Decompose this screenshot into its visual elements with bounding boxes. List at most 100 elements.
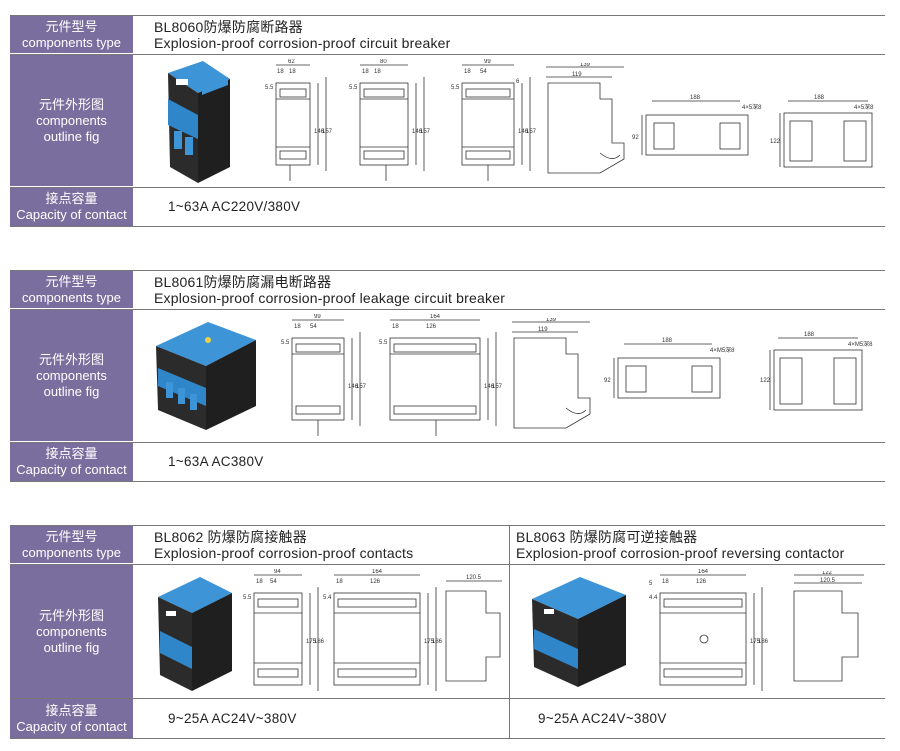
dim-text: 18	[336, 579, 343, 585]
drawing-bl8060-side: 139 119	[546, 63, 625, 174]
dim-text: 175	[424, 639, 435, 645]
model-title-en: Explosion-proof corrosion-proof contacts	[154, 545, 414, 561]
dim-text: 122	[760, 378, 771, 384]
capacity-label: 接点容量 Capacity of contact	[10, 443, 133, 481]
dim-text: 139	[580, 63, 591, 68]
dim-text: 5.4	[323, 595, 332, 601]
dim-text: 188	[804, 332, 815, 338]
dim-text: 18	[362, 69, 369, 75]
dim-text: 18	[256, 579, 263, 585]
model-title-cn: BL8061防爆防腐漏电断路器	[154, 274, 332, 290]
capacity-label-en: Capacity of contact	[16, 718, 127, 734]
dim-text: 175	[750, 639, 761, 645]
dim-text: 5.5	[243, 595, 252, 601]
dim-text: 126	[426, 324, 437, 330]
outline-label: 元件外形图 components outline fig	[10, 55, 133, 186]
dim-text: 54	[270, 579, 277, 585]
capacity-value-right: 9~25A AC24V~380V	[538, 711, 667, 726]
dim-text: 186	[314, 639, 325, 645]
dim-text: 18	[374, 69, 381, 75]
model-title-right: BL8063 防爆防腐可逆接触器 Explosion-proof corrosi…	[516, 529, 844, 561]
dim-text: 186	[432, 639, 443, 645]
dim-text: 146	[412, 129, 423, 135]
dim-text: 18	[289, 69, 296, 75]
capacity-label-cn: 接点容量	[45, 446, 98, 461]
type-label: 元件型号 components type	[10, 271, 133, 308]
dim-text: 18	[294, 324, 301, 330]
drawing-bl8061-mount-a: 188 4×M5深8 92	[604, 338, 735, 399]
dim-text: 126	[370, 579, 381, 585]
dim-text: 146	[484, 384, 495, 390]
model-title-en: Explosion-proof corrosion-proof leakage …	[154, 290, 506, 306]
dim-text: 18	[662, 579, 669, 585]
dim-text: 157	[420, 129, 430, 135]
model-title-en: Explosion-proof corrosion-proof reversin…	[516, 545, 845, 561]
type-label-en: components type	[21, 289, 121, 305]
drawing-bl8062-b: 164 18 126 5.4 175 186	[323, 569, 443, 691]
dim-text: 18	[277, 69, 284, 75]
outline-label-cn: 元件外形图	[38, 96, 104, 112]
outline-label-cn: 元件外形图	[38, 351, 104, 367]
type-label: 元件型号 components type	[10, 526, 133, 563]
drawing-bl8061-side: 139 119	[512, 318, 591, 429]
type-label-cn: 元件型号	[45, 528, 98, 544]
dim-text: 122	[822, 571, 833, 576]
dim-text: 92	[632, 135, 639, 141]
dim-text: 94	[274, 569, 281, 575]
dim-text: 99	[314, 314, 321, 320]
device-photo-bl8063	[532, 577, 626, 687]
dim-text: 146	[518, 129, 529, 135]
capacity-label-en: Capacity of contact	[16, 462, 127, 477]
type-label-cn: 元件型号	[45, 273, 98, 289]
outline-label-en2: outline fig	[43, 639, 100, 655]
capacity-value-left: 9~25A AC24V~380V	[168, 711, 297, 726]
dim-text: 157	[356, 384, 367, 390]
model-title-cn: BL8062 防爆防腐接触器	[154, 529, 307, 545]
dim-text: 188	[662, 338, 673, 344]
outline-label-en1: components	[36, 623, 107, 639]
dim-text: 186	[758, 639, 769, 645]
drawing-bl8063-front: 164 18 126 5 4.4 175 186	[649, 569, 769, 691]
dim-text: 119	[572, 72, 582, 78]
model-title-cn: BL8060防爆防腐断路器	[154, 19, 303, 35]
dim-text: 146	[348, 384, 359, 390]
dim-text: 6	[516, 79, 520, 85]
dim-text: 5.5	[379, 340, 388, 346]
dim-text: 175	[306, 639, 317, 645]
device-photo-bl8060	[168, 61, 230, 183]
section-bl8061: 元件型号 components type BL8061防爆防腐漏电断路器 Exp…	[10, 270, 885, 482]
dim-text: 5	[649, 581, 653, 587]
drawing-bl8061-4p: 164 18 126 5.5 146 157	[379, 314, 503, 436]
dim-text: 157	[322, 129, 332, 135]
drawing-bl8063-side: 122 120.5	[793, 571, 864, 682]
type-label-en: components type	[21, 544, 121, 560]
outline-label-en2: outline fig	[43, 383, 100, 399]
drawing-bl8061-mount-b: 188 4×M5深8 122	[760, 332, 873, 411]
dim-text: 122	[770, 139, 781, 145]
dim-text: 54	[310, 324, 317, 330]
drawing-bl8060-2p: 80 18 18 5.5 146 157	[349, 59, 430, 181]
dim-text: 18	[464, 69, 471, 75]
model-title-left: BL8062 防爆防腐接触器 Explosion-proof corrosion…	[154, 529, 413, 561]
capacity-label: 接点容量 Capacity of contact	[10, 188, 133, 226]
dim-text: 5.5	[451, 85, 460, 91]
section-bl8062-bl8063: 元件型号 components type BL8062 防爆防腐接触器 Expl…	[10, 525, 885, 739]
dim-text: 18	[392, 324, 399, 330]
drawing-bl8060-mount-b: 188 4×5深8 122	[770, 95, 874, 168]
dim-text: 4×M5深8	[710, 346, 735, 354]
dim-text: 4×M5深8	[848, 340, 873, 348]
section-bl8060: 元件型号 components type BL8060防爆防腐断路器 Explo…	[10, 15, 885, 227]
dim-text: 157	[492, 384, 503, 390]
capacity-label: 接点容量 Capacity of contact	[10, 699, 133, 738]
dim-text: 119	[538, 327, 548, 333]
dim-text: 139	[546, 318, 557, 323]
dim-text: 188	[814, 95, 825, 101]
drawing-bl8062-a: 94 18 54 5.5 175 186	[243, 569, 325, 691]
device-photo-bl8062	[158, 577, 232, 691]
model-title: BL8061防爆防腐漏电断路器 Explosion-proof corrosio…	[154, 274, 505, 306]
drawing-bl8060-3p: 99 18 54 5.5 6 146 157	[451, 59, 537, 181]
outline-label-en2: outline fig	[43, 128, 100, 144]
dim-text: 5.5	[349, 85, 358, 91]
type-label: 元件型号 components type	[10, 16, 133, 53]
dim-text: 120.5	[820, 578, 836, 584]
